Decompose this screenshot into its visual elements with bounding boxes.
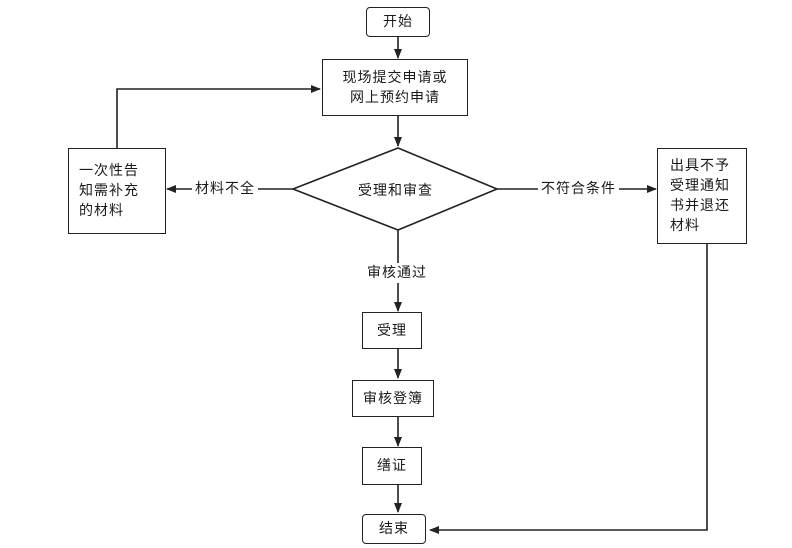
register-node: 审核登簿 — [352, 380, 434, 417]
notify-label-2: 知需补充 — [79, 183, 139, 199]
edge-reject-to-end — [429, 244, 708, 534]
edge-label-approved: 审核通过 — [364, 263, 430, 283]
reject-label-1: 出具不予 — [670, 158, 730, 174]
submit-node: 现场提交申请或 网上预约申请 — [322, 59, 468, 116]
reject-label-4: 材料 — [670, 218, 700, 234]
notify-node: 一次性告 知需补充 的材料 — [68, 148, 166, 234]
reject-label-2: 受理通知 — [670, 178, 730, 194]
notify-label-3: 的材料 — [79, 203, 124, 219]
reject-node: 出具不予 受理通知 书并退还 材料 — [657, 148, 747, 244]
start-node: 开始 — [366, 7, 430, 37]
issue-label: 缮证 — [377, 458, 407, 474]
decision-label: 受理和审查 — [358, 183, 433, 199]
submit-label-1: 现场提交申请或 — [342, 69, 448, 86]
submit-label-2: 网上预约申请 — [350, 89, 440, 106]
edge-label-incomplete: 材料不全 — [192, 181, 258, 197]
register-label: 审核登簿 — [363, 390, 423, 407]
start-label: 开始 — [383, 14, 413, 30]
accept-node: 受理 — [362, 312, 422, 349]
end-label: 结束 — [379, 521, 409, 537]
accept-label: 受理 — [377, 322, 407, 339]
issue-node: 缮证 — [362, 447, 422, 485]
reject-label-3: 书并退还 — [670, 198, 730, 214]
edge-label-not-qualified: 不符合条件 — [538, 181, 619, 197]
end-node: 结束 — [362, 514, 426, 544]
notify-label-1: 一次性告 — [79, 163, 139, 179]
edge-notify-to-submit — [116, 85, 321, 148]
